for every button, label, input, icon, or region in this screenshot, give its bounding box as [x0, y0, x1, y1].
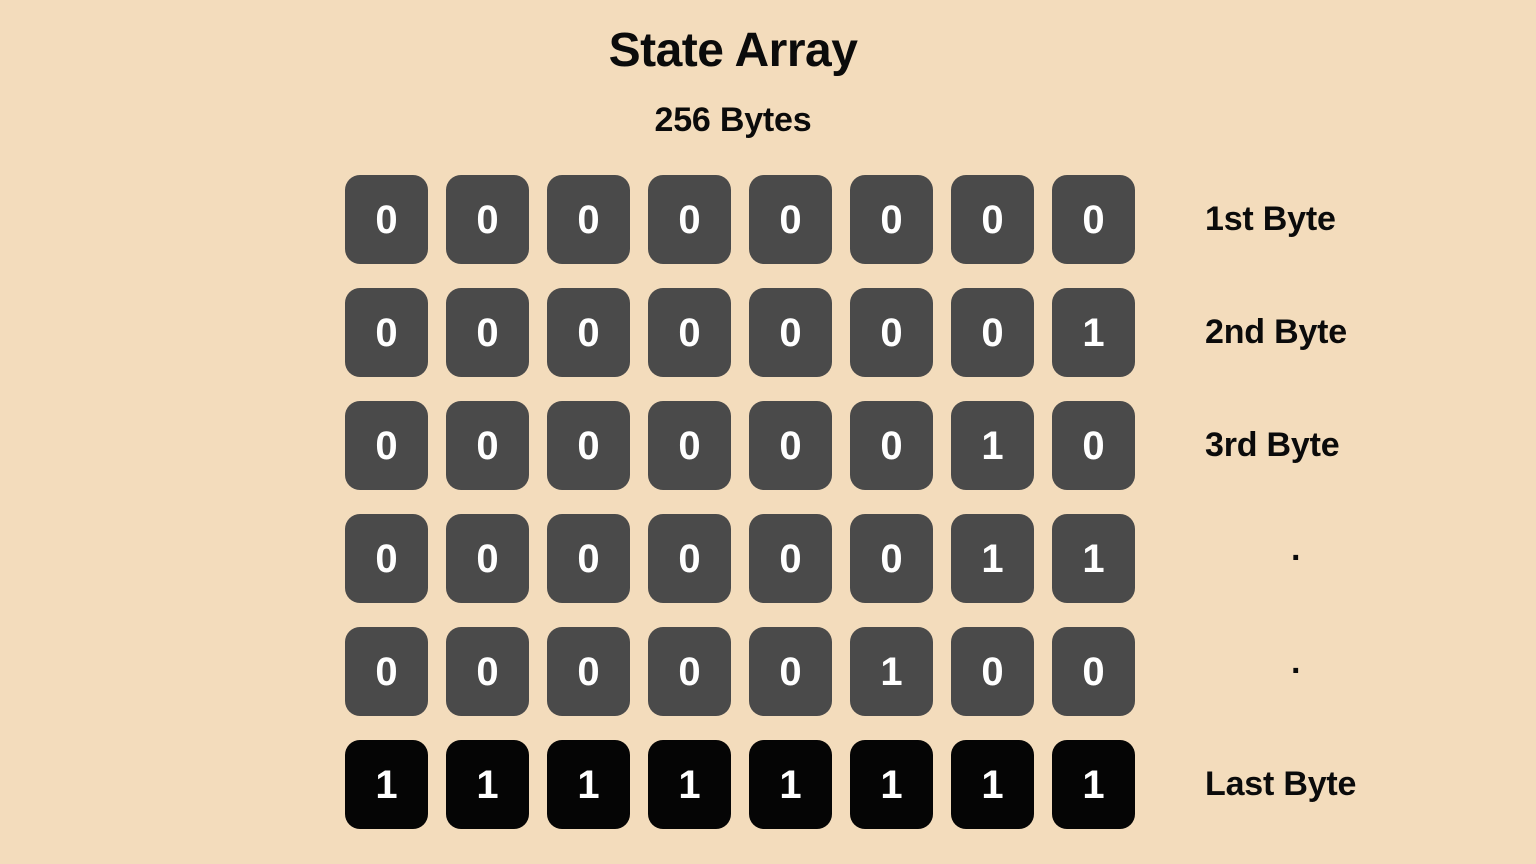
bit-cell: 0: [850, 514, 933, 603]
bit-cell: 0: [951, 627, 1034, 716]
bit-cell: 0: [749, 401, 832, 490]
bit-cell: 0: [749, 627, 832, 716]
bit-cell: 1: [547, 740, 630, 829]
bit-cell: 0: [850, 401, 933, 490]
bit-cell: 0: [547, 175, 630, 264]
row-ellipsis-dot: ·: [1291, 539, 1303, 577]
bit-cell: 0: [1052, 175, 1135, 264]
bit-cell: 0: [547, 514, 630, 603]
bit-cell: 0: [345, 401, 428, 490]
bit-cell: 1: [951, 514, 1034, 603]
row-label: 1st Byte: [1205, 200, 1336, 238]
bit-cell: 0: [951, 175, 1034, 264]
bit-cell: 1: [1052, 740, 1135, 829]
bit-cell: 0: [951, 288, 1034, 377]
bit-cell: 0: [345, 288, 428, 377]
bit-cell: 0: [547, 401, 630, 490]
bit-cell: 0: [749, 175, 832, 264]
bit-cell: 0: [1052, 627, 1135, 716]
bit-cell: 1: [850, 627, 933, 716]
bit-cell: 0: [648, 627, 731, 716]
bit-cell: 0: [1052, 401, 1135, 490]
bit-cell: 0: [850, 288, 933, 377]
bit-cell: 0: [648, 514, 731, 603]
bit-cell: 1: [749, 740, 832, 829]
bit-cell: 0: [345, 175, 428, 264]
bit-cell: 0: [446, 175, 529, 264]
row-label: 2nd Byte: [1205, 313, 1347, 351]
bit-cell: 0: [648, 288, 731, 377]
bit-cell: 0: [547, 288, 630, 377]
bit-cell: 0: [446, 401, 529, 490]
bit-cell: 0: [648, 401, 731, 490]
bit-cell: 0: [345, 627, 428, 716]
bit-cell: 0: [749, 288, 832, 377]
bit-cell: 0: [547, 627, 630, 716]
bit-cell: 1: [951, 401, 1034, 490]
row-label: Last Byte: [1205, 765, 1357, 803]
bit-cell: 0: [446, 514, 529, 603]
row-label: 3rd Byte: [1205, 426, 1340, 464]
bit-cell: 0: [850, 175, 933, 264]
bit-cell: 1: [446, 740, 529, 829]
bit-cell: 0: [345, 514, 428, 603]
bit-cell: 1: [850, 740, 933, 829]
bit-cell: 0: [749, 514, 832, 603]
bit-cell: 1: [345, 740, 428, 829]
bit-cell: 1: [951, 740, 1034, 829]
bit-cell: 0: [648, 175, 731, 264]
bit-cell: 1: [1052, 514, 1135, 603]
bit-cell: 0: [446, 288, 529, 377]
page-subtitle: 256 Bytes: [654, 101, 812, 139]
row-ellipsis-dot: ·: [1291, 652, 1303, 690]
bit-cell: 0: [446, 627, 529, 716]
bit-cell: 1: [1052, 288, 1135, 377]
bit-cell: 1: [648, 740, 731, 829]
page-title: State Array: [608, 24, 858, 77]
